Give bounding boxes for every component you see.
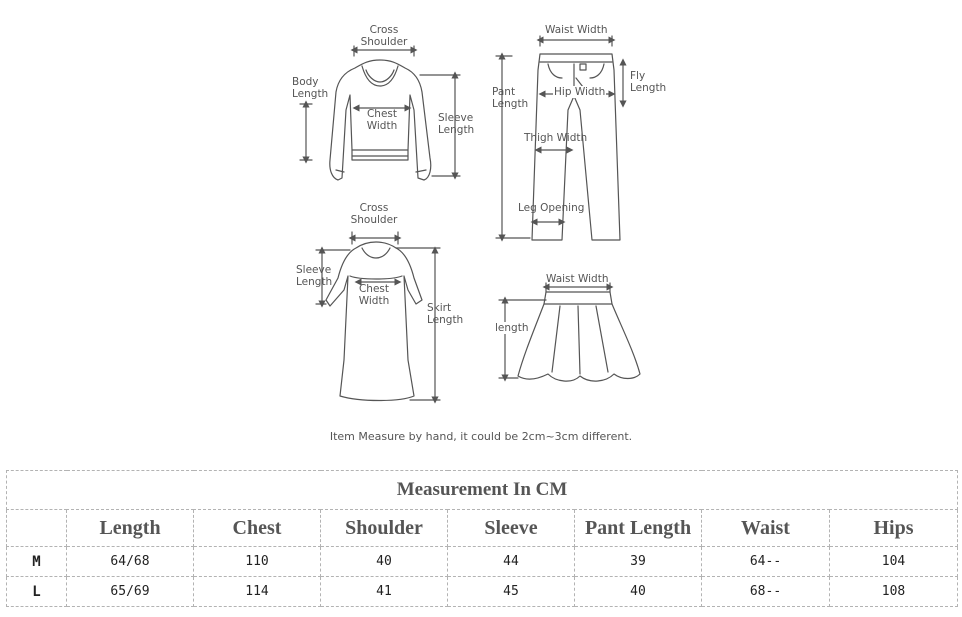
measurement-note: Item Measure by hand, it could be 2cm~3c… bbox=[329, 430, 633, 443]
header-shoulder: Shoulder bbox=[320, 509, 448, 547]
table-cell: 108 bbox=[829, 576, 958, 607]
label-body-length: Body Length bbox=[292, 76, 329, 100]
measurement-diagram: Cross Shoulder Body Length Chest Width S… bbox=[292, 24, 667, 443]
table-row: L 65/69 114 41 45 40 68-- 108 bbox=[6, 576, 958, 607]
table-row: M 64/68 110 40 44 39 64-- 104 bbox=[6, 546, 958, 577]
label-fly-length: Fly Length bbox=[630, 70, 667, 94]
table-caption-row: Measurement In CM bbox=[6, 470, 958, 510]
table-cell: 110 bbox=[193, 546, 321, 577]
label-chest-width-dress: Chest Width bbox=[358, 283, 390, 307]
header-sleeve: Sleeve bbox=[447, 509, 575, 547]
table-cell: 64-- bbox=[701, 546, 830, 577]
label-hip-width: Hip Width bbox=[553, 86, 607, 98]
table-header-row: Length Chest Shoulder Sleeve Pant Length… bbox=[6, 509, 958, 547]
label-pant-length: Pant Length bbox=[492, 86, 529, 110]
table-cell: 40 bbox=[574, 576, 702, 607]
header-hips: Hips bbox=[829, 509, 958, 547]
dress-illustration bbox=[325, 241, 423, 402]
table-cell: 114 bbox=[193, 576, 321, 607]
header-size bbox=[6, 509, 67, 547]
sweater-illustration bbox=[329, 59, 432, 181]
label-sleeve-length-sweater: Sleeve Length bbox=[438, 112, 475, 136]
garment-illustrations bbox=[299, 35, 641, 404]
label-skirt-length: Skirt Length bbox=[427, 302, 464, 326]
label-skirt-length-short: length bbox=[495, 322, 529, 334]
table-cell: 41 bbox=[320, 576, 448, 607]
table-cell: 68-- bbox=[701, 576, 830, 607]
label-sleeve-length-dress: Sleeve Length bbox=[296, 264, 333, 288]
size-chart-table: Measurement In CM Length Chest Shoulder … bbox=[6, 470, 958, 607]
table-cell: 44 bbox=[447, 546, 575, 577]
header-pant-length: Pant Length bbox=[574, 509, 702, 547]
label-waist-width-skirt: Waist Width bbox=[546, 273, 609, 285]
table-cell: 40 bbox=[320, 546, 448, 577]
table-cell: 64/68 bbox=[66, 546, 194, 577]
table-cell: 65/69 bbox=[66, 576, 194, 607]
size-cell: M bbox=[6, 546, 67, 577]
label-leg-opening: Leg Opening bbox=[518, 202, 585, 214]
label-thigh-width: Thigh Width bbox=[524, 132, 588, 144]
table-cell: 104 bbox=[829, 546, 958, 577]
skirt-illustration bbox=[517, 291, 641, 382]
label-waist-width-pants: Waist Width bbox=[545, 24, 608, 36]
header-length: Length bbox=[66, 509, 194, 547]
table-cell: 39 bbox=[574, 546, 702, 577]
table-cell: 45 bbox=[447, 576, 575, 607]
header-waist: Waist bbox=[701, 509, 830, 547]
label-chest-width-sweater: Chest Width bbox=[366, 108, 398, 132]
header-chest: Chest bbox=[193, 509, 321, 547]
label-cross-shoulder-sweater: Cross Shoulder bbox=[360, 24, 408, 48]
table-caption: Measurement In CM bbox=[6, 470, 958, 510]
size-cell: L bbox=[6, 576, 67, 607]
label-cross-shoulder-dress: Cross Shoulder bbox=[350, 202, 398, 226]
